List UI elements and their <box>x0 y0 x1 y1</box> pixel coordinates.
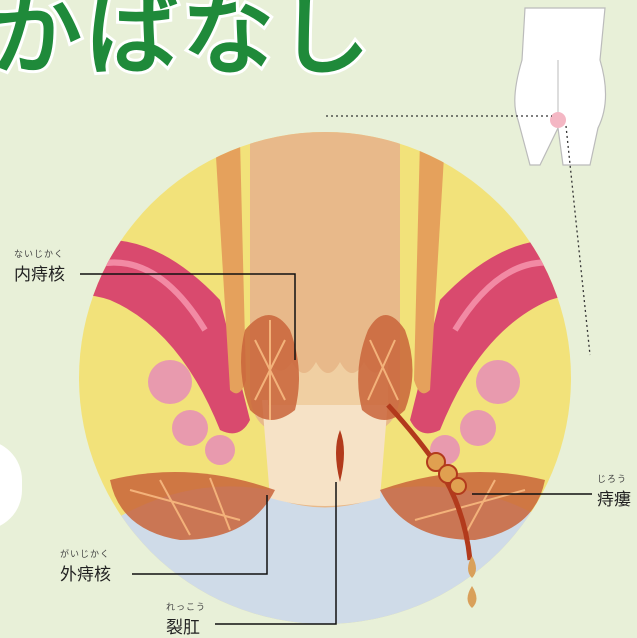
label-external-hemorrhoid: がいじかく 外痔核 <box>60 547 111 585</box>
label-anal-fissure: れっこう 裂肛 <box>166 600 206 638</box>
label-internal-text: 内痔核 <box>14 260 65 285</box>
label-external-ruby: がいじかく <box>60 547 111 560</box>
body-figure-icon <box>515 8 606 165</box>
label-internal-hemorrhoid: ないじかく 内痔核 <box>14 247 65 285</box>
label-internal-ruby: ないじかく <box>14 247 65 260</box>
label-external-text: 外痔核 <box>60 560 111 585</box>
label-anal-fistula: じろう 痔瘻 <box>597 472 631 510</box>
label-fissure-ruby: れっこう <box>166 600 206 613</box>
drop-2 <box>468 586 477 608</box>
label-fistula-text: 痔瘻 <box>597 485 631 510</box>
label-fissure-text: 裂肛 <box>166 613 206 638</box>
label-fistula-ruby: じろう <box>597 472 631 485</box>
